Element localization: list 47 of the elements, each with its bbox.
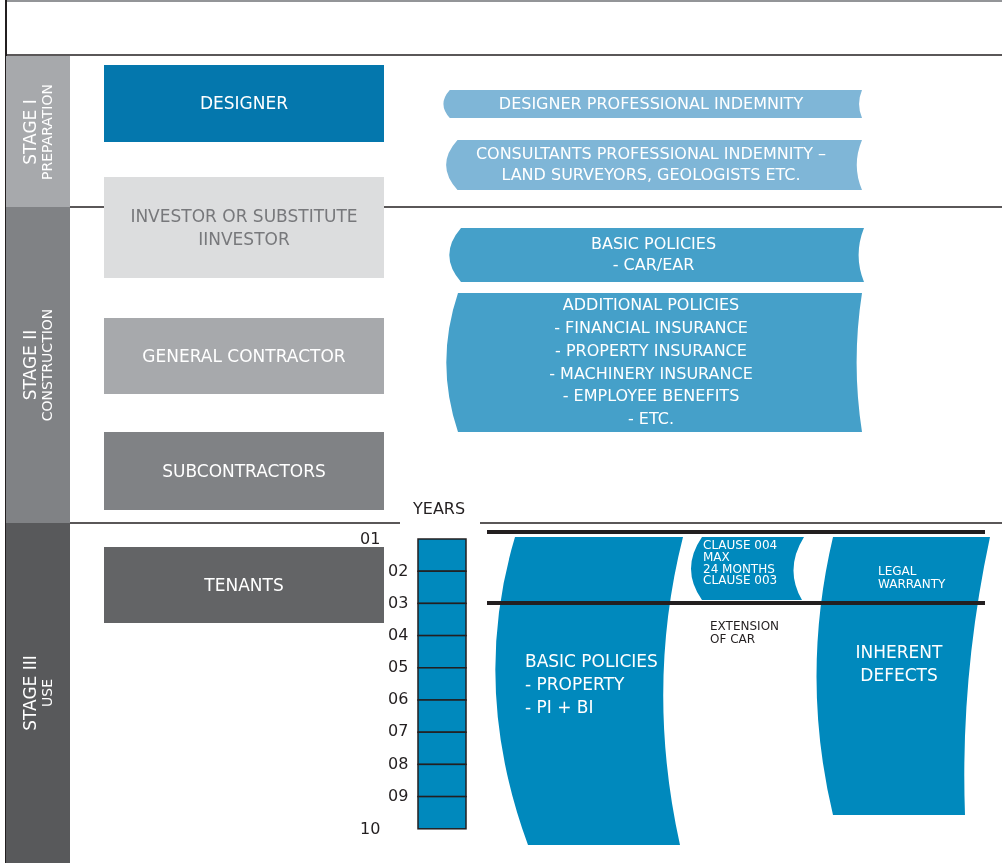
stage-band: [6, 523, 70, 863]
year-number: 06: [388, 690, 409, 708]
role-box: INVESTOR OR SUBSTITUTE IINVESTOR: [104, 177, 384, 278]
role-box: SUBCONTRACTORS: [104, 432, 384, 510]
policy-text: - MACHINERY INSURANCE: [549, 362, 753, 385]
role-box: DESIGNER: [104, 65, 384, 142]
year-number: 05: [388, 658, 409, 676]
year-number: 04: [388, 626, 409, 644]
note-text: EXTENSION OF CAR: [710, 620, 781, 647]
policy-text: CONSULTANTS PROFESSIONAL INDEMNITY – LAND SURVEYORS, GEOLOGISTS ETC.: [474, 144, 828, 186]
axis-title: YEARS: [413, 500, 466, 518]
stage-subtitle: USE: [39, 679, 55, 707]
coverage-text: - PI + BI: [525, 695, 594, 719]
stage-subtitle: CONSTRUCTION: [39, 308, 55, 422]
coverage-text: BASIC POLICIES: [525, 650, 658, 673]
year-number: 07: [388, 722, 409, 740]
stage-subtitle: PREPARATION: [39, 83, 55, 180]
policy-text: BASIC POLICIES: [590, 234, 717, 255]
coverage-text: 24 MONTHS: [703, 563, 775, 576]
coverage-text: - PROPERTY: [525, 672, 625, 696]
policy-text: - CAR/EAR: [612, 255, 695, 276]
year-number: 01: [360, 530, 381, 548]
coverage-text: LEGAL WARRANTY: [878, 565, 947, 592]
policy-text: DESIGNER PROFESSIONAL INDEMNITY: [498, 93, 804, 115]
coverage-text: CLAUSE 003: [703, 575, 778, 587]
role-box: GENERAL CONTRACTOR: [104, 318, 384, 394]
year-number: 10: [360, 820, 381, 838]
year-number: 02: [388, 562, 409, 580]
policy-text: - PROPERTY INSURANCE: [555, 339, 747, 362]
stage-band: [6, 56, 70, 207]
coverage-text: CLAUSE 004: [703, 540, 778, 552]
coverage-text: MAX: [703, 551, 730, 564]
role-box: TENANTS: [104, 547, 384, 623]
policy-text: - EMPLOYEE BENEFITS: [562, 385, 740, 408]
stage-title: STAGE III: [21, 655, 40, 731]
coverage-shape: [688, 537, 804, 600]
coverage-text: INHERENT DEFECTS: [854, 641, 944, 688]
policy-text: - FINANCIAL INSURANCE: [554, 317, 748, 340]
policy-text: ADDITIONAL POLICIES: [562, 294, 740, 317]
stage-band: [6, 207, 70, 523]
stage-title: STAGE I: [21, 98, 40, 165]
year-number: 08: [388, 755, 409, 773]
policy-band: [440, 90, 862, 118]
policy-text: - ETC.: [627, 407, 675, 430]
year-number: 09: [388, 787, 409, 805]
stage-title: STAGE II: [21, 329, 40, 401]
year-number: 03: [388, 594, 409, 612]
